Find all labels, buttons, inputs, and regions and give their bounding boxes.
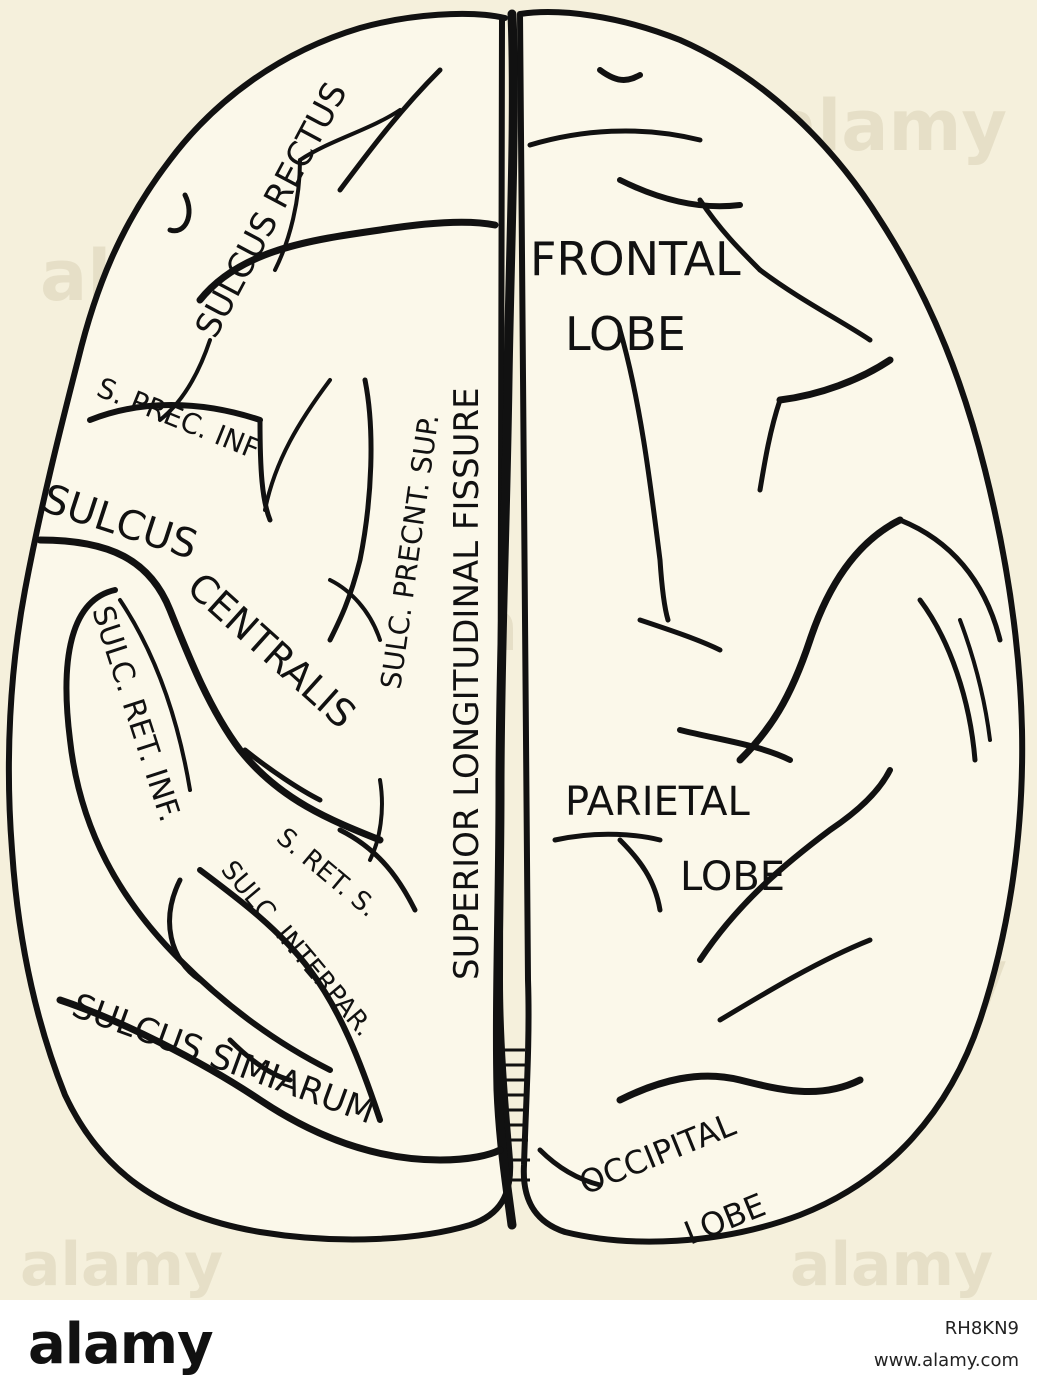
image-id-label: RH8KN9 [944,1318,1019,1339]
footer-bar: alamy RH8KN9 www.alamy.com [0,1300,1037,1390]
label-parietal-lobe-b: LOBE [680,854,785,900]
right-hemisphere-outline [517,9,1026,1245]
right-sulci [527,67,1003,1188]
sulcus-centralis-line [36,536,384,844]
longitudinal-fissure-line [492,9,518,1230]
sulc-ret-inf-line [63,587,333,1073]
label-superior-longitudinal-fissure: SUPERIOR LONGITUDINAL FISSURE [447,387,487,980]
sulcus-simiarum-line [56,996,504,1164]
label-parietal-lobe-a: PARIETAL [565,779,750,825]
brain-illustration: alamy alamy alamy alamy alamy alamy alam… [5,9,1026,1300]
alamy-logo: alamy [28,1312,214,1377]
left-sulci [36,67,504,1164]
fissure-ladder [500,1048,530,1182]
left-hemisphere-outline [5,10,514,1243]
watermark-text: alamy [790,1230,993,1300]
watermark-text: alamy [20,1230,223,1300]
brain-diagram: alamy alamy alamy alamy alamy alamy alam… [0,0,1037,1300]
site-url-label: www.alamy.com [873,1350,1019,1371]
label-frontal-lobe-a: FRONTAL [530,232,741,286]
label-frontal-lobe-b: LOBE [565,307,686,361]
sulcus-rectus-line [337,67,443,193]
